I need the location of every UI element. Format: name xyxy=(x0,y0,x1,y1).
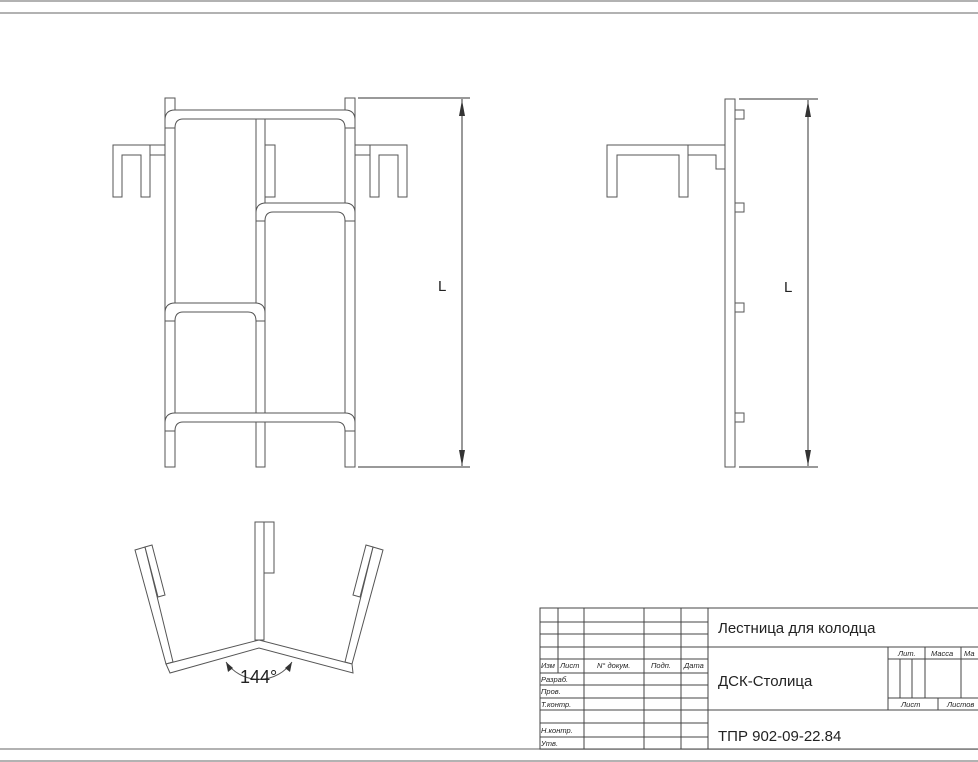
side-step xyxy=(734,302,745,313)
rung-right xyxy=(255,202,356,222)
sheet-label: Лист xyxy=(900,700,920,709)
plan-base xyxy=(165,639,354,674)
header-izm: Изм xyxy=(541,661,555,670)
side-hook xyxy=(606,144,726,198)
row-developed: Разраб. xyxy=(541,675,568,684)
rung-bottom xyxy=(164,412,356,432)
angle-arc xyxy=(225,661,293,680)
header-date: Дата xyxy=(683,661,704,670)
rung-top xyxy=(164,109,356,129)
title-block: Изм Лист N° докум. Подп. Дата Разраб. Пр… xyxy=(539,607,978,750)
header-doc-no: N° докум. xyxy=(597,661,630,670)
document-code: ТПР 902-09-22.84 xyxy=(718,728,841,745)
row-norm-control: Н.контр. xyxy=(541,726,573,735)
drawing-title: Лестница для колодца xyxy=(718,620,876,637)
plan-left-plate xyxy=(144,544,166,598)
left-post xyxy=(164,97,176,468)
side-step xyxy=(734,109,745,120)
header-list: Лист xyxy=(559,661,579,670)
rung-left xyxy=(164,302,266,322)
plan-view: 144° xyxy=(134,521,384,687)
hook-plate xyxy=(264,144,276,198)
side-step xyxy=(734,412,745,423)
dimension-label-front: L xyxy=(438,278,446,295)
front-view: L xyxy=(112,97,470,468)
plan-center-post xyxy=(254,521,265,641)
side-step xyxy=(734,202,745,213)
right-hook xyxy=(354,144,408,198)
scale-label: Ма xyxy=(964,649,975,658)
angle-label: 144° xyxy=(240,667,277,687)
dimension-label-side: L xyxy=(784,279,792,296)
row-approved: Утв. xyxy=(540,739,558,748)
row-checked: Пров. xyxy=(541,687,561,696)
right-post xyxy=(344,97,356,468)
plan-right-plate xyxy=(352,544,374,598)
organization: ДСК-Столица xyxy=(718,673,813,690)
side-view: L xyxy=(606,98,818,468)
sheets-label: Листов xyxy=(946,700,974,709)
side-post xyxy=(724,98,736,468)
header-sign: Подп. xyxy=(651,661,671,670)
row-tech-control: Т.контр. xyxy=(541,700,571,709)
plan-center-plate xyxy=(263,521,275,574)
lit-label: Лит. xyxy=(897,649,916,658)
left-hook xyxy=(112,144,166,198)
mass-label: Масса xyxy=(931,649,953,658)
